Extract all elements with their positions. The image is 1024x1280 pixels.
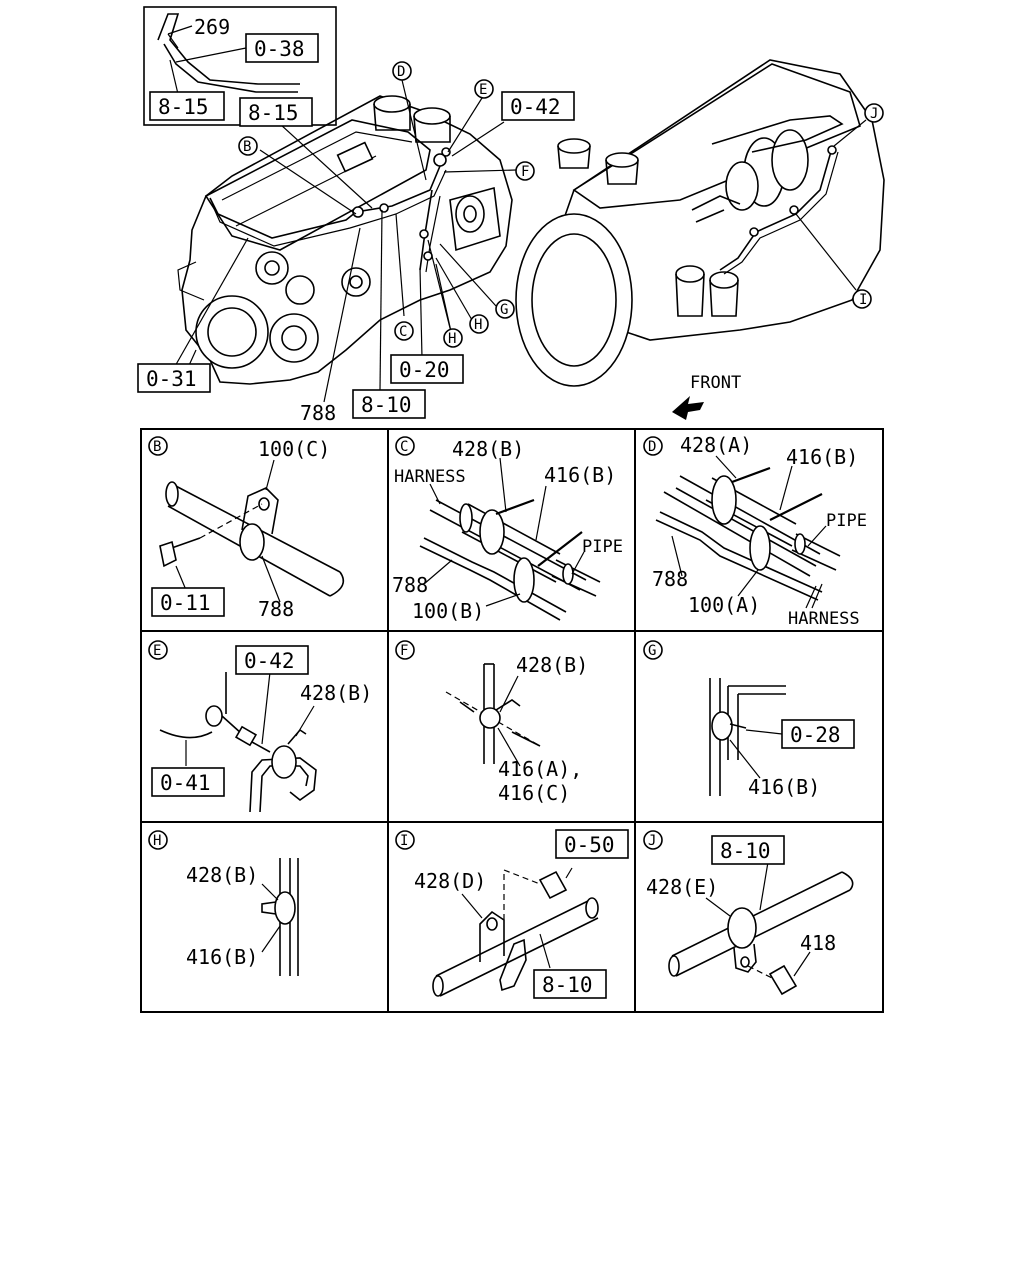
detail-e: E 0-42 428(B) 0-41 (148, 640, 372, 813)
ref-0-31: 0-31 (146, 367, 197, 391)
callout-i: I (859, 292, 867, 308)
detail-h-416b: 416(B) (186, 945, 258, 969)
detail-b-788: 788 (258, 597, 294, 621)
detail-j-428e: 428(E) (646, 875, 718, 899)
callout-h-right: H (474, 317, 482, 333)
detail-f-416a: 416(A), (498, 757, 582, 781)
ref-8-15: 8-15 (248, 101, 299, 125)
detail-b-letter: B (153, 439, 161, 455)
callout-c: C (399, 324, 407, 340)
detail-e-letter: E (153, 643, 161, 659)
detail-e-ref-0-41: 0-41 (160, 771, 211, 795)
detail-i: I 0-50 428(D) 8-10 (395, 829, 629, 999)
callout-e: E (479, 82, 487, 98)
detail-d-pipe: PIPE (826, 511, 867, 531)
detail-d-428a: 428(A) (680, 433, 752, 457)
detail-i-letter: I (400, 833, 408, 849)
detail-g: G 0-28 416(B) (643, 640, 855, 799)
detail-c-416b: 416(B) (544, 463, 616, 487)
front-arrow: FRONT (672, 373, 741, 420)
front-label: FRONT (690, 373, 741, 393)
detail-d-letter: D (648, 439, 656, 455)
detail-i-ref-0-50: 0-50 (564, 833, 615, 857)
detail-b-100c: 100(C) (258, 437, 330, 461)
detail-g-letter: G (648, 643, 656, 659)
detail-grid (140, 428, 884, 1013)
detail-d-harness: HARNESS (788, 609, 860, 629)
overview-leaders-left (173, 79, 517, 403)
detail-j: J 8-10 428(E) 418 (643, 830, 854, 996)
detail-c-harness: HARNESS (394, 467, 466, 487)
callout-h-left: H (448, 331, 456, 347)
detail-j-ref: 8-10 (720, 839, 771, 863)
detail-g-ref: 0-28 (790, 723, 841, 747)
detail-c-428b: 428(B) (452, 437, 524, 461)
ref-8-10: 8-10 (361, 393, 412, 417)
detail-c: C HARNESS 428(B) 416(B) PIPE 788 100(B) (392, 436, 623, 623)
detail-h-428b: 428(B) (186, 863, 258, 887)
detail-e-ref-0-42: 0-42 (244, 649, 295, 673)
engine-right-view (515, 59, 885, 387)
detail-j-letter: J (648, 833, 656, 849)
overview-callouts: B D E F G H H C J I (238, 61, 884, 348)
detail-h-letter: H (153, 833, 161, 849)
ref-0-42: 0-42 (510, 95, 561, 119)
callout-f: F (521, 164, 529, 180)
detail-d: D 428(A) 416(B) PIPE 788 100(A) HARNESS (643, 433, 867, 629)
detail-f-letter: F (400, 643, 408, 659)
inset-detail: 269 0-38 8-15 (143, 6, 337, 126)
callout-g: G (500, 302, 508, 318)
detail-f-428b: 428(B) (516, 653, 588, 677)
detail-c-pipe: PIPE (582, 537, 623, 557)
detail-d-416b: 416(B) (786, 445, 858, 469)
inset-ref-8-15: 8-15 (158, 95, 209, 119)
part-788-overview: 788 (300, 401, 336, 425)
detail-i-428d: 428(D) (414, 869, 486, 893)
detail-e-428b: 428(B) (300, 681, 372, 705)
detail-c-letter: C (400, 439, 408, 455)
detail-f-416c: 416(C) (498, 781, 570, 805)
callout-b: B (243, 139, 251, 155)
overview-leaders-right (795, 119, 867, 291)
callout-j: J (870, 106, 878, 122)
engine-left-view (177, 95, 513, 385)
detail-c-100b: 100(B) (412, 599, 484, 623)
callout-d: D (397, 64, 405, 80)
detail-i-ref-8-10: 8-10 (542, 973, 593, 997)
ref-0-20: 0-20 (399, 358, 450, 382)
detail-b: B 100(C) 788 0-11 (148, 436, 345, 621)
detail-h: H 428(B) 416(B) (148, 830, 299, 976)
detail-d-788: 788 (652, 567, 688, 591)
detail-c-788: 788 (392, 573, 428, 597)
inset-ref-0-38: 0-38 (254, 37, 305, 61)
detail-f: F 428(B) 416(A), 416(C) (395, 640, 588, 805)
detail-d-100a: 100(A) (688, 593, 760, 617)
inset-part-269: 269 (194, 15, 230, 39)
overview-refs: 8-15 0-42 0-31 0-20 8-10 788 (137, 91, 575, 425)
detail-g-416b: 416(B) (748, 775, 820, 799)
detail-b-ref: 0-11 (160, 591, 211, 615)
detail-j-418: 418 (800, 931, 836, 955)
